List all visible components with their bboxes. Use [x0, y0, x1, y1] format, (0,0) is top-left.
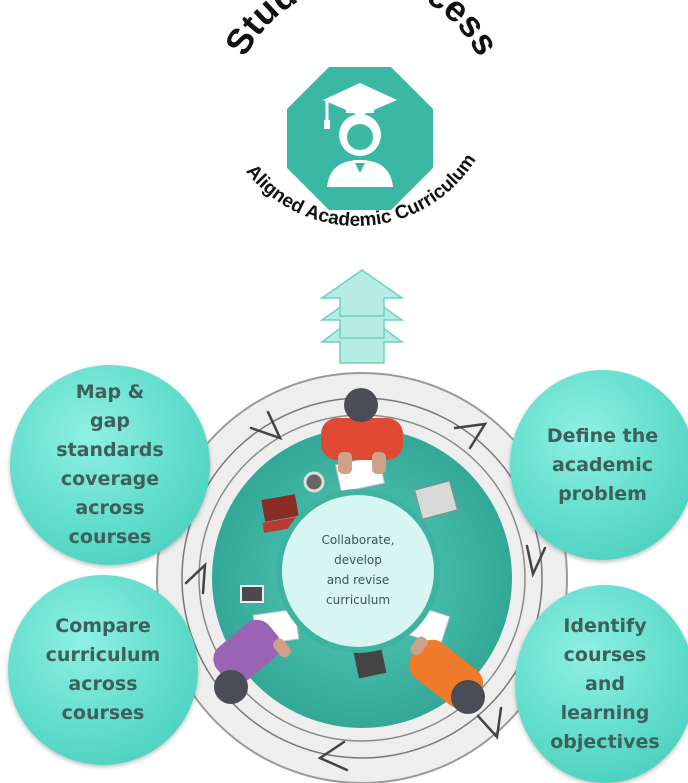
person-bottom-left [213, 619, 291, 704]
center-label: Collaborate, develop and revise curricul… [321, 533, 395, 607]
person-bottom-right [408, 636, 485, 714]
step-identify-courses: Identify courses and learning objectives [515, 585, 688, 783]
step-label: Compare curriculum across courses [45, 615, 161, 724]
person-top [321, 388, 403, 474]
step-label: Define the academic problem [546, 424, 659, 505]
upward-chevron-arrows-icon [319, 269, 405, 364]
step-compare-curriculum: Compare curriculum across courses [8, 575, 198, 765]
title-arc-text: Student Success [216, 0, 507, 62]
step-label: Identify courses and learning objectives [550, 614, 660, 753]
cycle-arrow-icon [184, 410, 547, 772]
graduation-student-icon [287, 67, 433, 210]
step-define-problem: Define the academic problem [510, 370, 688, 560]
step-label: Map & gap standards coverage across cour… [56, 381, 164, 548]
center-hub-inner [282, 495, 434, 647]
step-map-gap-standards: Map & gap standards coverage across cour… [10, 365, 210, 565]
